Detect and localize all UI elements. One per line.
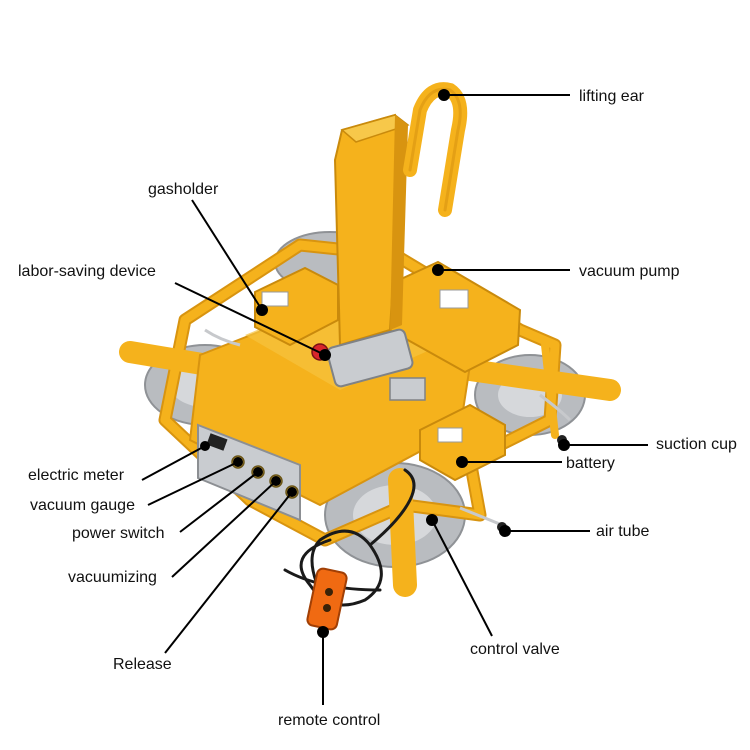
leader-vacuum-gauge bbox=[147, 461, 239, 506]
label-electric-meter: electric meter bbox=[28, 467, 125, 484]
leader-vacuumizing bbox=[171, 480, 277, 578]
leader-lines bbox=[141, 89, 648, 705]
leader-power-switch bbox=[179, 471, 259, 533]
remote-control-pendant bbox=[306, 567, 348, 631]
label-gasholder: gasholder bbox=[148, 181, 219, 198]
leader-release bbox=[164, 491, 293, 654]
label-release: Release bbox=[113, 656, 172, 673]
gasholder-box bbox=[254, 266, 339, 347]
leader-electric-meter bbox=[141, 445, 206, 481]
label-battery: battery bbox=[566, 455, 615, 472]
tube-frame bbox=[119, 238, 621, 597]
label-air-tube: air tube bbox=[596, 523, 650, 540]
label-remote-control: remote control bbox=[278, 712, 381, 729]
label-labor-saving-device: labor-saving device bbox=[18, 263, 156, 280]
leader-gasholder bbox=[191, 199, 263, 311]
lifting-column bbox=[333, 82, 468, 347]
label-control-valve: control valve bbox=[470, 641, 560, 658]
label-vacuum-gauge: vacuum gauge bbox=[30, 497, 135, 514]
leader-labor-saving-device bbox=[174, 282, 326, 356]
label-vacuumizing: vacuumizing bbox=[68, 569, 157, 586]
label-suction-cup: suction cup bbox=[656, 436, 737, 453]
label-vacuum-pump: vacuum pump bbox=[579, 263, 680, 280]
lifting-ear-shape bbox=[403, 82, 468, 217]
leader-control-valve bbox=[431, 519, 493, 637]
label-lifting-ear: lifting ear bbox=[579, 88, 644, 105]
label-power-switch: power switch bbox=[72, 525, 165, 542]
